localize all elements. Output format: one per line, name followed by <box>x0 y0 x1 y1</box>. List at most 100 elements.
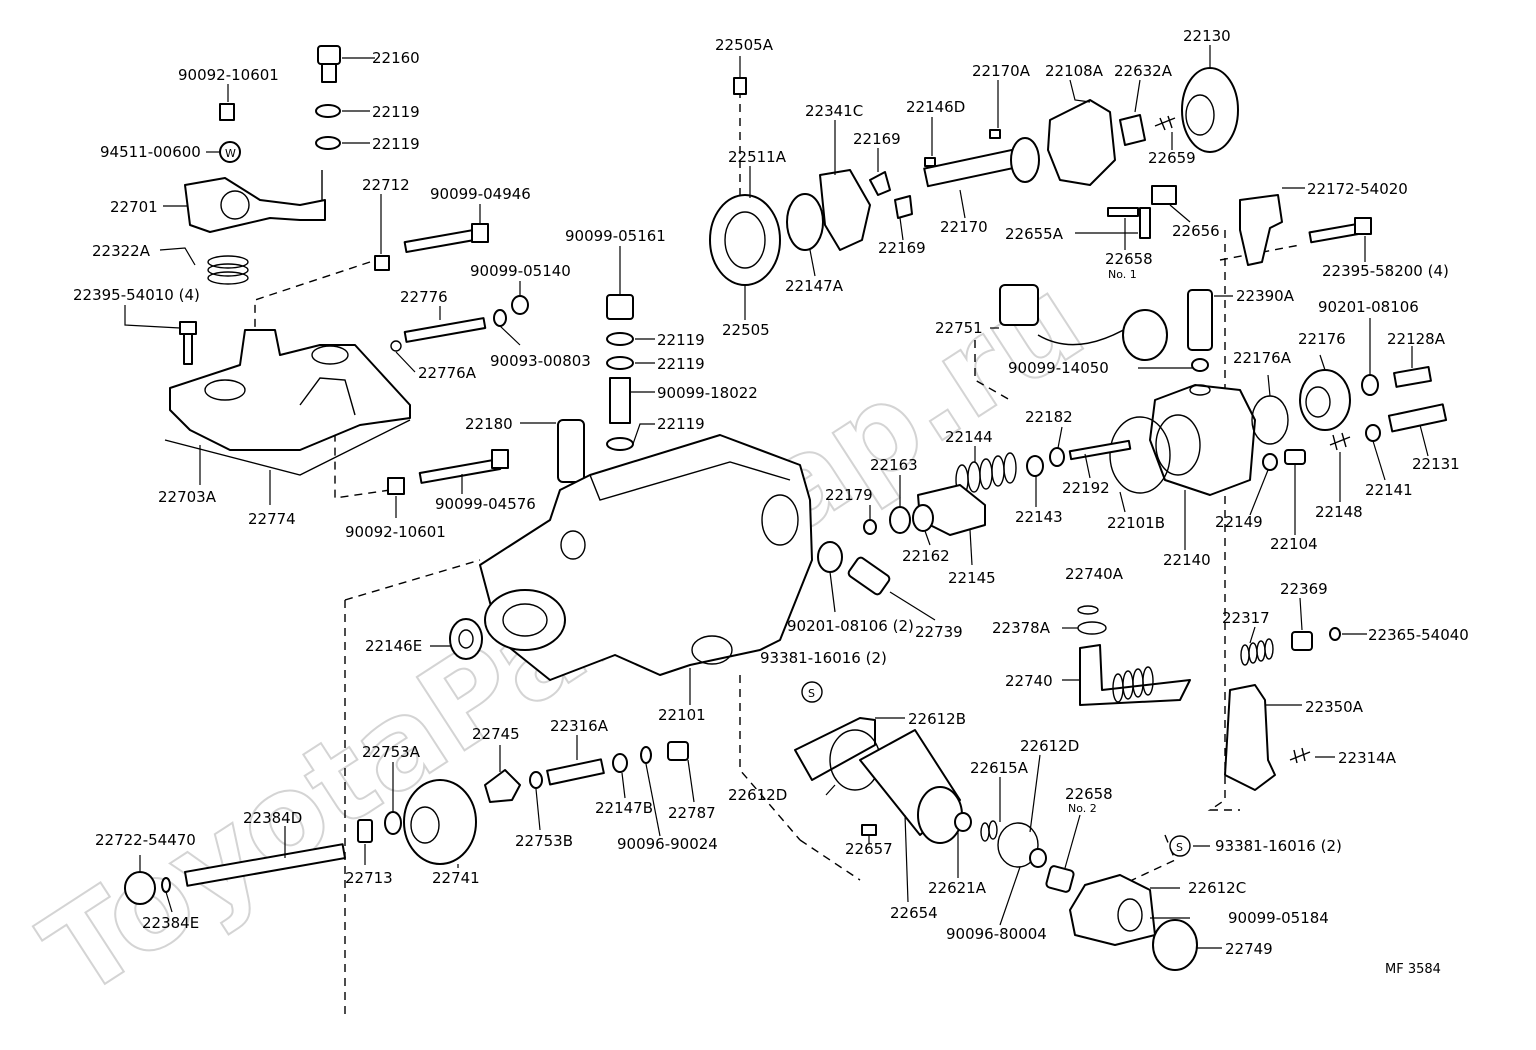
part-22612B-plate <box>794 717 876 781</box>
part-22170-shaft <box>923 146 1027 188</box>
label-22131: 22131 <box>1412 455 1460 473</box>
part-22776-bolt <box>403 317 487 343</box>
label-22172-54020: 22172-54020 <box>1307 180 1408 198</box>
part-22169-block-b <box>894 195 913 219</box>
part-22621A-ring <box>954 812 972 832</box>
assembly-dashed-lines <box>254 90 1301 1020</box>
label-22753B: 22753B <box>515 832 573 850</box>
label-22369: 22369 <box>1280 580 1328 598</box>
label-22179: 22179 <box>825 486 873 504</box>
label-22148: 22148 <box>1315 503 1363 521</box>
part-22140-distributor-head <box>1149 384 1256 496</box>
label-22659: 22659 <box>1148 149 1196 167</box>
label-22745: 22745 <box>472 725 520 743</box>
part-22505-cover <box>709 194 781 286</box>
label-22701: 22701 <box>110 198 158 216</box>
label-22384E: 22384E <box>142 914 199 932</box>
label-22655A: 22655A <box>1005 225 1064 243</box>
label-22170: 22170 <box>940 218 988 236</box>
label-22657: 22657 <box>845 840 893 858</box>
label-22656: 22656 <box>1172 222 1220 240</box>
screw-symbol-circle-a <box>801 681 823 703</box>
label-22145: 22145 <box>948 569 996 587</box>
part-22658-screw-no1 <box>1107 207 1139 217</box>
part-22322A-spring <box>207 255 249 285</box>
label-22119-b: 22119 <box>372 135 420 153</box>
label-22141: 22141 <box>1365 481 1413 499</box>
part-22395-54010-bolt <box>179 321 197 365</box>
label-22119-c: 22119 <box>657 331 705 349</box>
part-22658-screw-no2 <box>1045 865 1075 893</box>
label-22182: 22182 <box>1025 408 1073 426</box>
part-22149-ring <box>1262 453 1278 471</box>
label-22741: 22741 <box>432 869 480 887</box>
part-22172-bracket <box>1239 194 1283 266</box>
label-22322A: 22322A <box>92 242 151 260</box>
part-22740A-ring <box>1077 605 1099 615</box>
symbols: W S S <box>225 147 1191 857</box>
label-22130: 22130 <box>1183 27 1231 45</box>
label-22146D: 22146D <box>906 98 965 116</box>
part-22160-bolt <box>317 45 341 83</box>
part-22612C-housing <box>1069 874 1156 946</box>
label-22108A: 22108A <box>1045 62 1104 80</box>
washer-symbol-circle <box>219 141 241 163</box>
part-22703A-governor-cover <box>169 329 411 451</box>
label-22169-a: 22169 <box>853 130 901 148</box>
label-22776A: 22776A <box>418 364 477 382</box>
label-22104: 22104 <box>1270 535 1318 553</box>
part-22656-block <box>1151 185 1177 205</box>
label-22384D: 22384D <box>243 809 302 827</box>
label-22395-54010: 22395-54010 (4) <box>73 286 200 304</box>
part-22749-cap <box>1152 919 1198 971</box>
part-22740-spring <box>1112 666 1154 703</box>
part-22148-spring <box>1329 432 1351 451</box>
label-22146E: 22146E <box>365 637 422 655</box>
part-22657-pin <box>861 824 877 836</box>
label-22615A: 22615A <box>970 759 1029 777</box>
label-22160: 22160 <box>372 49 420 67</box>
label-22751: 22751 <box>935 319 983 337</box>
part-22365-clip <box>1329 627 1341 641</box>
part-22176A-ring <box>1251 395 1289 445</box>
part-22384D-shaft <box>183 843 347 887</box>
label-90099-04576: 90099-04576 <box>435 495 536 513</box>
label-93381-16016-a: 93381-16016 (2) <box>760 649 887 667</box>
label-22658-2-no: No. 2 <box>1068 802 1097 815</box>
label-90099-14050: 90099-14050 <box>1008 359 1109 377</box>
label-22612C: 22612C <box>1188 879 1246 897</box>
label-22169-b: 22169 <box>878 239 926 257</box>
part-22701-lever <box>184 177 326 233</box>
part-22395-58200-bolt <box>1308 217 1372 244</box>
label-22654: 22654 <box>890 904 938 922</box>
label-90099-04946: 90099-04946 <box>430 185 531 203</box>
label-90201-08106-a: 90201-08106 <box>1318 298 1419 316</box>
label-22753A: 22753A <box>362 743 421 761</box>
label-22317: 22317 <box>1222 609 1270 627</box>
label-22612D-a: 22612D <box>728 786 787 804</box>
label-22176: 22176 <box>1298 330 1346 348</box>
part-22163-ring <box>889 506 911 534</box>
label-22658-1: 22658 <box>1105 250 1153 268</box>
label-94511-00600: 94511-00600 <box>100 143 201 161</box>
figure-id: MF 3584 <box>1385 962 1441 977</box>
label-22163: 22163 <box>870 456 918 474</box>
part-22722-nut <box>124 871 156 905</box>
label-90099-05140: 90099-05140 <box>470 262 571 280</box>
label-22749: 22749 <box>1225 940 1273 958</box>
label-22740: 22740 <box>1005 672 1053 690</box>
label-22658-2: 22658 <box>1065 785 1113 803</box>
screw-symbol-a: S <box>808 687 815 700</box>
screw-symbol-circle-b <box>1169 835 1191 857</box>
label-22119-a: 22119 <box>372 103 420 121</box>
label-90092-10601-a: 90092-10601 <box>178 66 279 84</box>
part-22314A-spring <box>1289 747 1311 764</box>
part-90201-08106-washer <box>817 541 843 573</box>
label-22505: 22505 <box>722 321 770 339</box>
part-22317-spring <box>1240 638 1274 666</box>
leader-lines <box>124 45 1429 949</box>
label-22147B: 22147B <box>595 799 653 817</box>
label-22712: 22712 <box>362 176 410 194</box>
label-22713: 22713 <box>345 869 393 887</box>
